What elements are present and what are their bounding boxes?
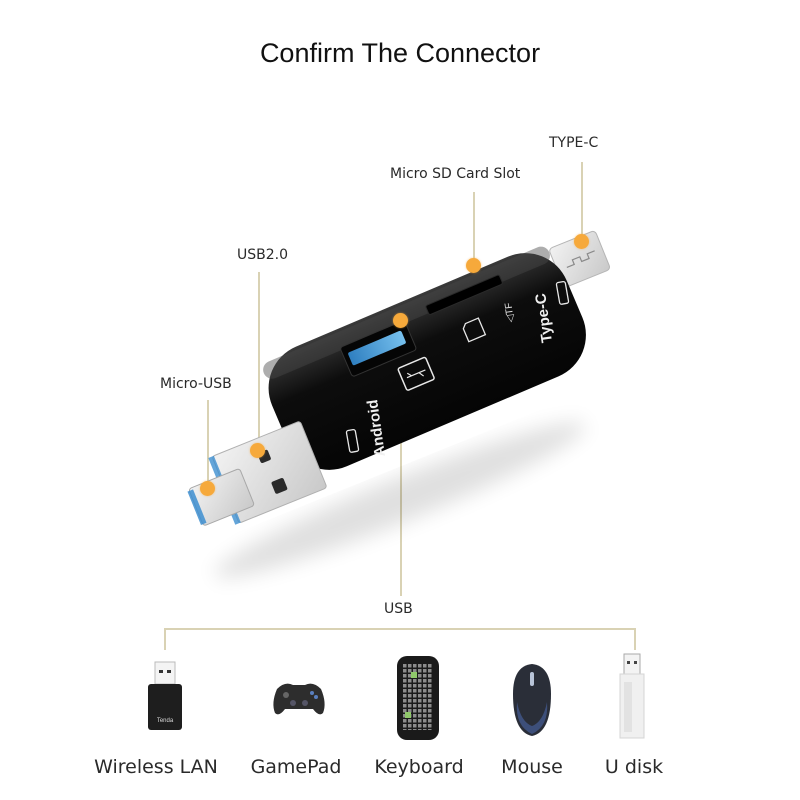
device-label-gamepad: GamePad bbox=[250, 756, 342, 778]
marker-usb2 bbox=[250, 443, 265, 458]
leader-line-micro-usb bbox=[207, 400, 209, 488]
label-micro-usb: Micro-USB bbox=[160, 376, 232, 392]
label-type-c: TYPE-C bbox=[549, 135, 599, 151]
mouse-icon bbox=[513, 664, 551, 736]
device-bracket-top bbox=[164, 628, 635, 630]
leader-line-micro-sd bbox=[473, 192, 475, 266]
leader-line-usb bbox=[400, 322, 402, 596]
label-usb2: USB2.0 bbox=[237, 247, 289, 263]
label-micro-sd-card-slot: Micro SD Card Slot bbox=[390, 166, 521, 182]
gamepad-icon bbox=[273, 683, 325, 715]
tf-marking: ◁TF bbox=[503, 302, 517, 323]
marker-micro-sd bbox=[466, 258, 481, 273]
label-usb: USB bbox=[384, 601, 413, 617]
type-c-marking: Type-C bbox=[532, 292, 556, 344]
leader-line-type-c bbox=[581, 162, 583, 240]
device-bracket-left bbox=[164, 628, 166, 650]
device-label-keyboard: Keyboard bbox=[374, 756, 464, 778]
page-title: Confirm The Connector bbox=[259, 38, 541, 68]
keyboard-icon bbox=[397, 656, 439, 740]
marker-micro-usb bbox=[200, 481, 215, 496]
usb-flash-drive-icon bbox=[619, 653, 645, 739]
leader-line-usb2 bbox=[258, 272, 260, 450]
device-bracket-right bbox=[634, 628, 636, 650]
marker-usb bbox=[393, 313, 408, 328]
device-label-mouse: Mouse bbox=[501, 756, 563, 778]
device-label-u-disk: U disk bbox=[604, 756, 664, 778]
device-label-wireless-lan: Wireless LAN bbox=[94, 756, 218, 778]
wireless-lan-adapter-icon: Tenda bbox=[148, 661, 182, 730]
marker-type-c bbox=[574, 234, 589, 249]
svg-text:Tenda: Tenda bbox=[157, 718, 174, 724]
